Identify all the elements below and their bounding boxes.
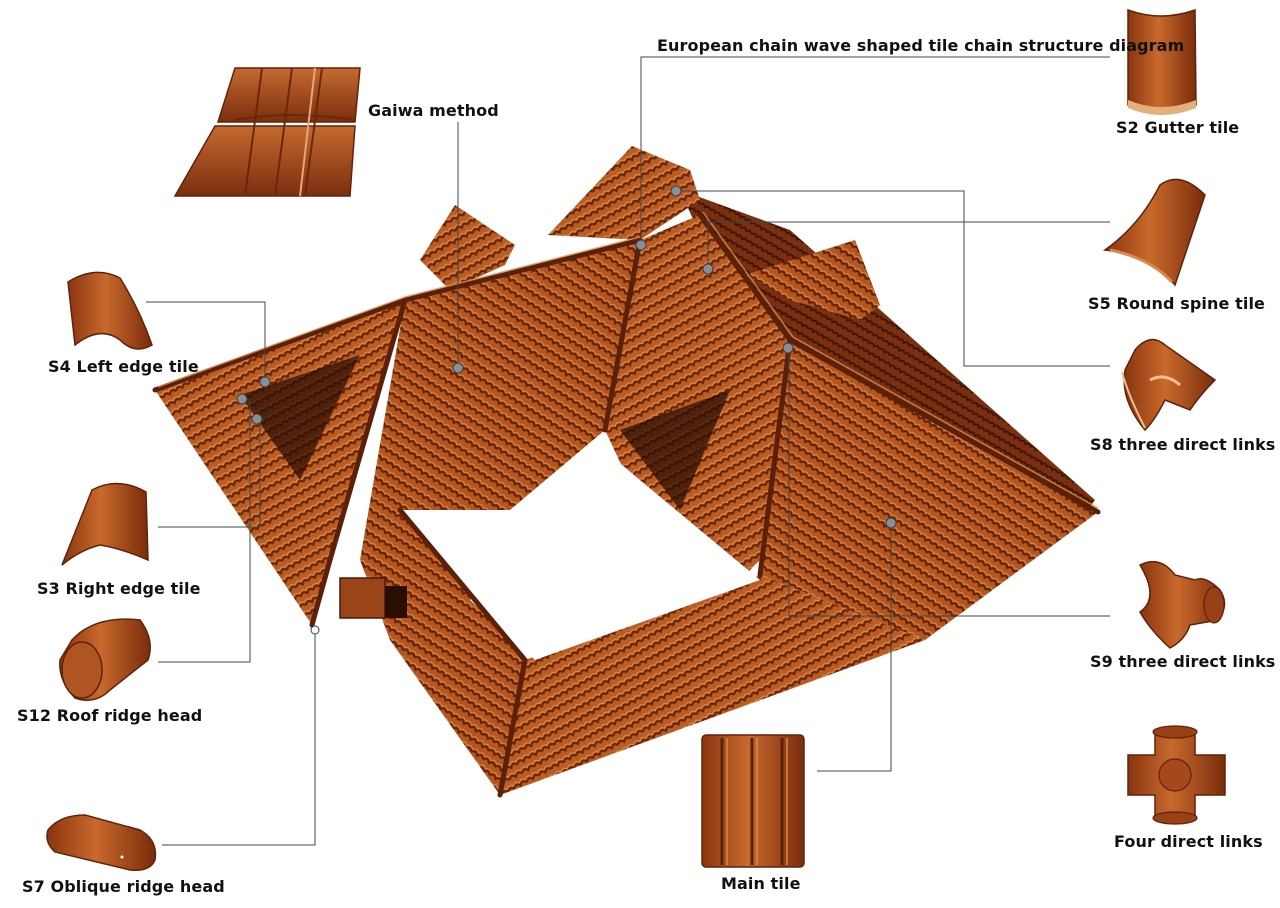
label-s5-round-spine-tile: S5 Round spine tile: [1088, 294, 1265, 313]
dormer-top-right: [745, 240, 880, 320]
roof-lower-left-slope: [360, 510, 525, 795]
diagram-title: European chain wave shaped tile chain st…: [657, 36, 1185, 55]
roof-top-ridge-slope: [548, 146, 700, 240]
label-s7-oblique-ridge-head: S7 Oblique ridge head: [22, 877, 225, 896]
chimney: [339, 577, 386, 619]
roof-front-slope: [500, 575, 925, 795]
leader-lines: [146, 56, 1110, 846]
roof-central-slope: [360, 240, 640, 560]
label-s4-left-edge-tile: S4 Left edge tile: [48, 357, 199, 376]
label-s12-roof-ridge-head: S12 Roof ridge head: [17, 706, 203, 725]
ridge-head-tile-icon: [59, 618, 151, 701]
label-s8-three-direct-links: S8 three direct links: [1090, 435, 1276, 454]
label-s2-gutter-tile: S2 Gutter tile: [1116, 118, 1240, 137]
three-way-joint-icon: [1121, 338, 1217, 432]
courtyard-opening: [470, 455, 760, 660]
callout-markers: [236, 185, 897, 635]
right-edge-tile-icon: [61, 482, 149, 566]
dormer-shadow-left: [240, 355, 360, 480]
dormer-shadow-right: [620, 390, 730, 510]
round-spine-tile-icon: [1102, 178, 1206, 287]
left-edge-tile-icon: [67, 271, 153, 350]
label-s3-right-edge-tile: S3 Right edge tile: [37, 579, 201, 598]
label-s9-three-direct-links: S9 three direct links: [1090, 652, 1276, 671]
roof-body: [152, 146, 1101, 798]
ridge-lines: [152, 212, 1101, 798]
gutter-tile-icon: [1127, 8, 1197, 115]
three-way-joint-icon: [1138, 560, 1226, 649]
interlocking-tile-panel-icon: [173, 67, 361, 197]
main-tile-icon: [701, 734, 805, 868]
roof-right-main-slope: [760, 340, 1098, 640]
dormer-top-left: [420, 205, 515, 290]
label-gaiwa-method: Gaiwa method: [368, 101, 499, 120]
four-way-joint-icon: [1127, 725, 1226, 825]
oblique-ridge-head-icon: [46, 814, 157, 872]
label-four-direct-links: Four direct links: [1114, 832, 1263, 851]
label-main-tile: Main tile: [721, 874, 801, 893]
